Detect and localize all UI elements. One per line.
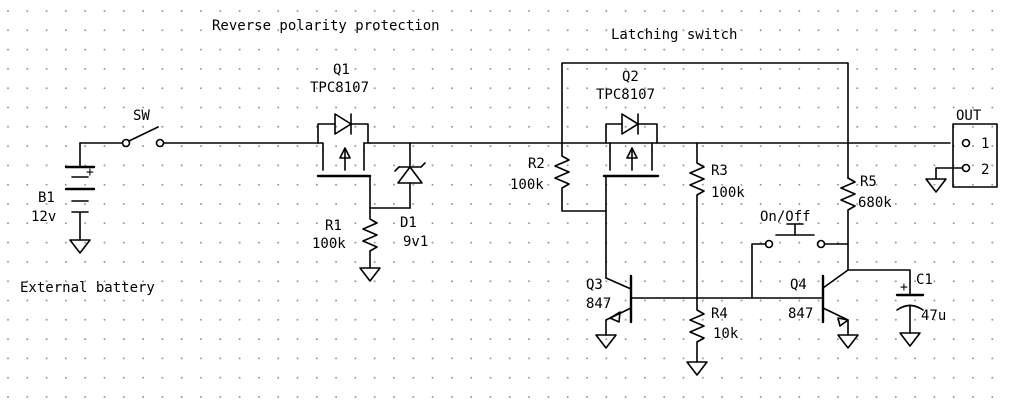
- label-external-battery: External battery: [20, 280, 155, 296]
- battery-ref: B1: [38, 190, 55, 206]
- battery-b1: [64, 142, 96, 254]
- q1-value: TPC8107: [310, 80, 369, 96]
- r1-ref: R1: [325, 218, 342, 234]
- r1-value: 100k: [312, 236, 346, 252]
- title-latching: Latching switch: [611, 27, 737, 43]
- resistor-r3: [689, 142, 705, 299]
- r5-value: 680k: [858, 195, 892, 211]
- q1-ref: Q1: [333, 62, 350, 78]
- r2-value: 100k: [510, 177, 544, 193]
- c1-ref: C1: [916, 272, 933, 288]
- capacitor-c1: [847, 269, 925, 347]
- resistor-r4: [686, 297, 708, 376]
- ground-symbol-r4: [686, 361, 708, 376]
- q4-value: 847: [788, 306, 813, 322]
- ground-symbol-r1: [359, 267, 381, 282]
- ground-symbol-out: [925, 178, 947, 193]
- battery-value: 12v: [31, 209, 56, 225]
- q3-ref: Q3: [586, 277, 603, 293]
- transistor-q3: [595, 274, 633, 349]
- out-pin2: 2: [981, 162, 989, 178]
- c1-plus: +: [900, 280, 908, 295]
- pushbutton-onoff: [751, 223, 849, 299]
- title-protection: Reverse polarity protection: [212, 18, 440, 34]
- resistor-r2: [554, 142, 607, 212]
- ground-symbol-battery: [69, 239, 91, 254]
- wire-top-rail: [561, 62, 849, 179]
- r2-ref: R2: [528, 156, 545, 172]
- ground-symbol-q3: [595, 334, 617, 349]
- d1-ref: D1: [400, 215, 417, 231]
- out-label: OUT: [956, 108, 982, 124]
- zener-d1: [394, 142, 426, 209]
- transistor-q4: [821, 269, 859, 349]
- onoff-label: On/Off: [760, 209, 811, 225]
- q3-value: 847: [586, 296, 611, 312]
- out-pin1: 1: [981, 136, 989, 152]
- mosfet-q2: [602, 113, 660, 212]
- r4-value: 10k: [713, 326, 739, 342]
- q2-value: TPC8107: [596, 87, 655, 103]
- c1-value: 47u: [921, 308, 946, 324]
- resistor-r5: [840, 177, 856, 271]
- switch-sw: [121, 126, 165, 148]
- r3-ref: R3: [711, 163, 728, 179]
- mosfet-q1: [316, 113, 372, 209]
- q4-ref: Q4: [790, 277, 807, 293]
- switch-ref: SW: [133, 108, 150, 124]
- ground-symbol-c1: [899, 332, 921, 347]
- r4-ref: R4: [711, 306, 728, 322]
- dot-grid: [7, 10, 994, 398]
- r3-value: 100k: [711, 185, 745, 201]
- d1-value: 9v1: [403, 234, 428, 250]
- ground-symbol-q4: [837, 334, 859, 349]
- q2-ref: Q2: [622, 69, 639, 85]
- resistor-r1: [359, 207, 381, 282]
- battery-plus: +: [86, 165, 94, 180]
- r5-ref: R5: [860, 174, 877, 190]
- connector-out: [925, 123, 998, 193]
